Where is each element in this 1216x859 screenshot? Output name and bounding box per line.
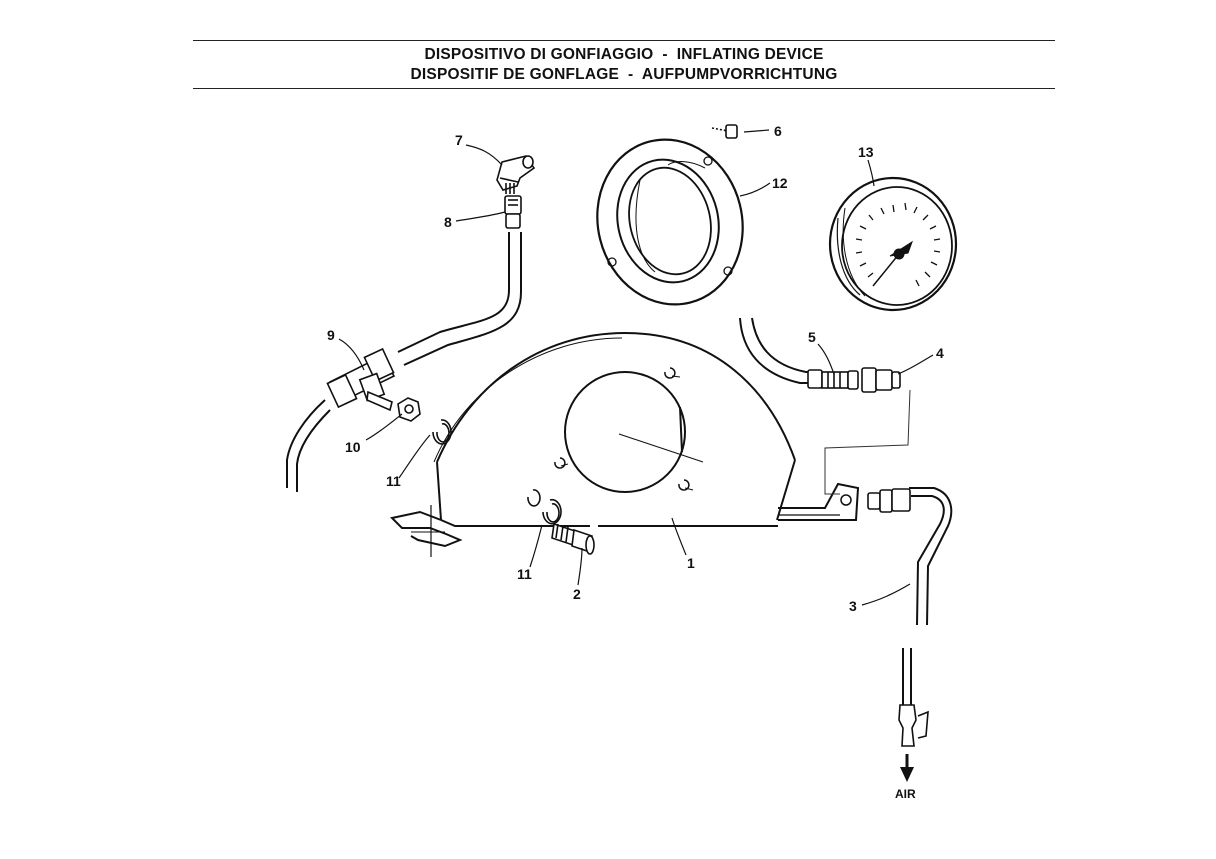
washer-part [432,419,562,525]
title-line-2: DISPOSITIF DE GONFLAGE - AUFPUMPVORRICHT… [410,65,838,83]
callout-13: 13 [858,144,874,160]
nut-part [397,397,421,422]
hose-lines [286,232,953,706]
connection-line [824,389,911,495]
callout-4: 4 [936,345,944,361]
air-direction-arrow [900,754,914,782]
bulkhead-fitting-part [551,522,595,555]
callout-3: 3 [849,598,857,614]
callout-5: 5 [808,329,816,345]
pressure-gauge-part [828,176,958,312]
quick-coupling-part [807,367,901,393]
callout-10: 10 [345,439,361,455]
leader-lines [338,129,934,606]
callout-11-upper: 11 [386,473,401,489]
callout-11-lower: 11 [517,566,532,582]
callout-7: 7 [455,132,463,148]
tee-fitting-part [326,347,396,412]
mounting-plate-part [389,331,860,557]
callout-labels: 1 2 3 4 5 6 7 8 9 10 11 11 12 13 [327,123,944,614]
tube-connector-part [504,195,522,229]
title-block: DISPOSITIVO DI GONFIAGGIO - INFLATING DE… [193,40,1055,89]
callout-6: 6 [774,123,782,139]
hose-end-fitting [867,488,929,747]
elbow-fitting-part [496,155,536,194]
gauge-ring-part [596,138,744,306]
callout-12: 12 [772,175,788,191]
screw-part [711,124,738,139]
air-label: AIR [895,787,916,801]
callout-2: 2 [573,586,581,602]
callout-1: 1 [687,555,695,571]
title-line-1: DISPOSITIVO DI GONFIAGGIO - INFLATING DE… [424,45,824,63]
callout-8: 8 [444,214,452,230]
callout-9: 9 [327,327,335,343]
